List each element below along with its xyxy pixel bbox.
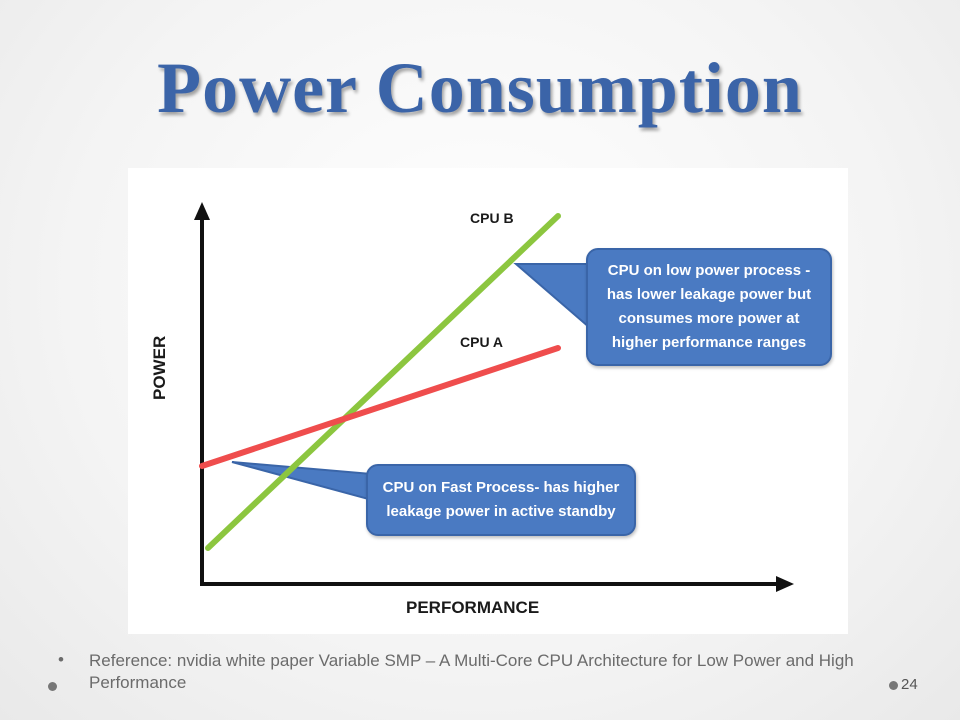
cpu-a-label: CPU A <box>460 334 504 350</box>
slide-title: Power Consumption <box>157 48 803 128</box>
callout-fast-process: CPU on Fast Process- has higher leakage … <box>366 464 636 536</box>
x-axis-arrow-icon <box>776 576 794 592</box>
callout-fast-process-text: CPU on Fast Process- has higher leakage … <box>382 479 620 520</box>
callout-low-power-text: CPU on low power process - has lower lea… <box>606 262 812 351</box>
diagram-canvas <box>194 202 794 592</box>
callout-bottom-pointer <box>231 461 373 502</box>
x-axis-label: PERFORMANCE <box>406 598 540 617</box>
cpu-b-label: CPU B <box>470 210 514 226</box>
right-dot-icon <box>889 681 898 690</box>
power-performance-diagram: CPU B CPU A CPU on low power process - h… <box>128 168 848 634</box>
reference-bullet-icon: • <box>58 650 64 669</box>
left-dot-icon <box>48 682 57 691</box>
callout-low-power-process: CPU on low power process - has lower lea… <box>586 248 832 366</box>
page-number: 24 <box>901 676 918 693</box>
callout-top-pointer <box>513 263 591 331</box>
y-axis-label: POWER <box>150 335 169 400</box>
y-axis-arrow-icon <box>194 202 210 220</box>
cpu-b-line <box>205 213 561 551</box>
cpu-a-line <box>199 345 561 469</box>
reference-text: Reference: nvidia white paper Variable S… <box>89 651 854 692</box>
